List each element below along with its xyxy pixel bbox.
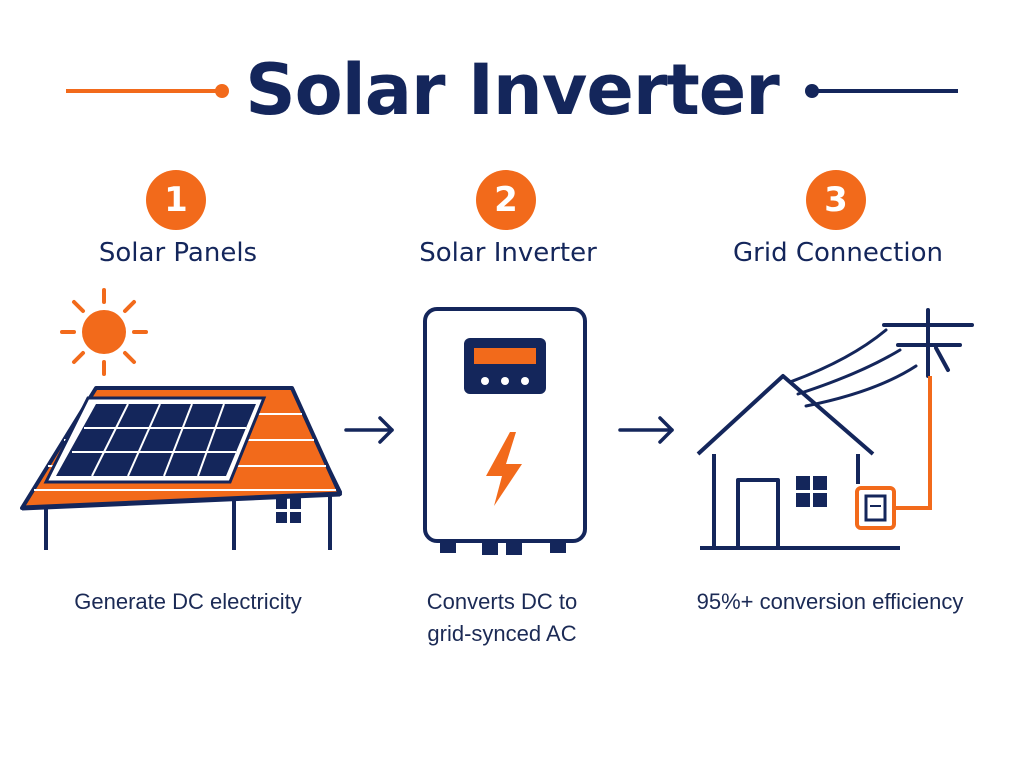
step-2-title: Solar Inverter: [419, 238, 597, 268]
step-2-badge: 2: [476, 170, 536, 230]
step-1-description: Generate DC electricity: [74, 589, 302, 614]
sun-icon: [60, 288, 148, 376]
step-1-title: Solar Panels: [98, 238, 258, 268]
page-title: Solar Inverter: [245, 49, 780, 131]
step-3-badge: 3: [806, 170, 866, 230]
step-2-description-line-1: Converts DC to: [426, 589, 578, 614]
solar-roof-house-icon: [20, 386, 342, 550]
lightning-icon: [486, 432, 522, 506]
step-2-description-line-2: grid-synced AC: [427, 621, 577, 646]
utility-pole-icon: [788, 308, 974, 408]
step-3-description: 95%+ conversion efficiency: [696, 589, 964, 614]
power-meter-icon: [855, 486, 896, 530]
arrow-right-icon: [344, 416, 394, 444]
arrow-right-icon: [618, 416, 674, 444]
step-3-title: Grid Connection: [733, 238, 943, 268]
step-1-badge: 1: [146, 170, 206, 230]
step-2-description: Converts DC to grid-synced AC: [352, 586, 652, 650]
house-icon: [696, 374, 900, 550]
inverter-icon: [423, 307, 587, 555]
